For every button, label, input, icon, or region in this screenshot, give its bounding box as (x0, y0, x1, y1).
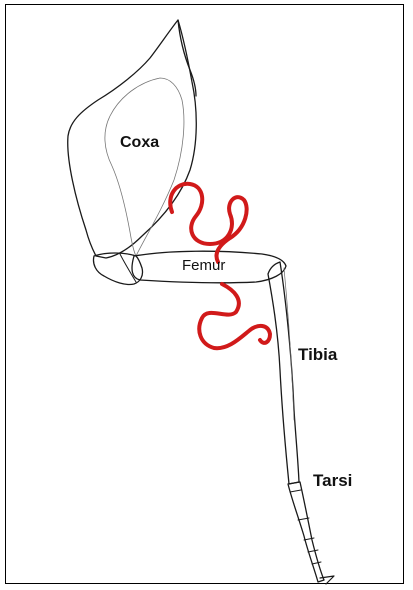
red-wavy-curve-lower (199, 284, 270, 348)
tarsi-segment (288, 482, 324, 582)
coxa-inner-outline (105, 78, 184, 256)
red-wavy-curve-upper (170, 184, 246, 262)
tarsi-label: Tarsi (313, 471, 352, 491)
tibia-label: Tibia (298, 345, 337, 365)
tibia-segment (268, 262, 299, 484)
femur-label: Femur (182, 257, 225, 274)
coxa-label: Coxa (120, 134, 159, 152)
